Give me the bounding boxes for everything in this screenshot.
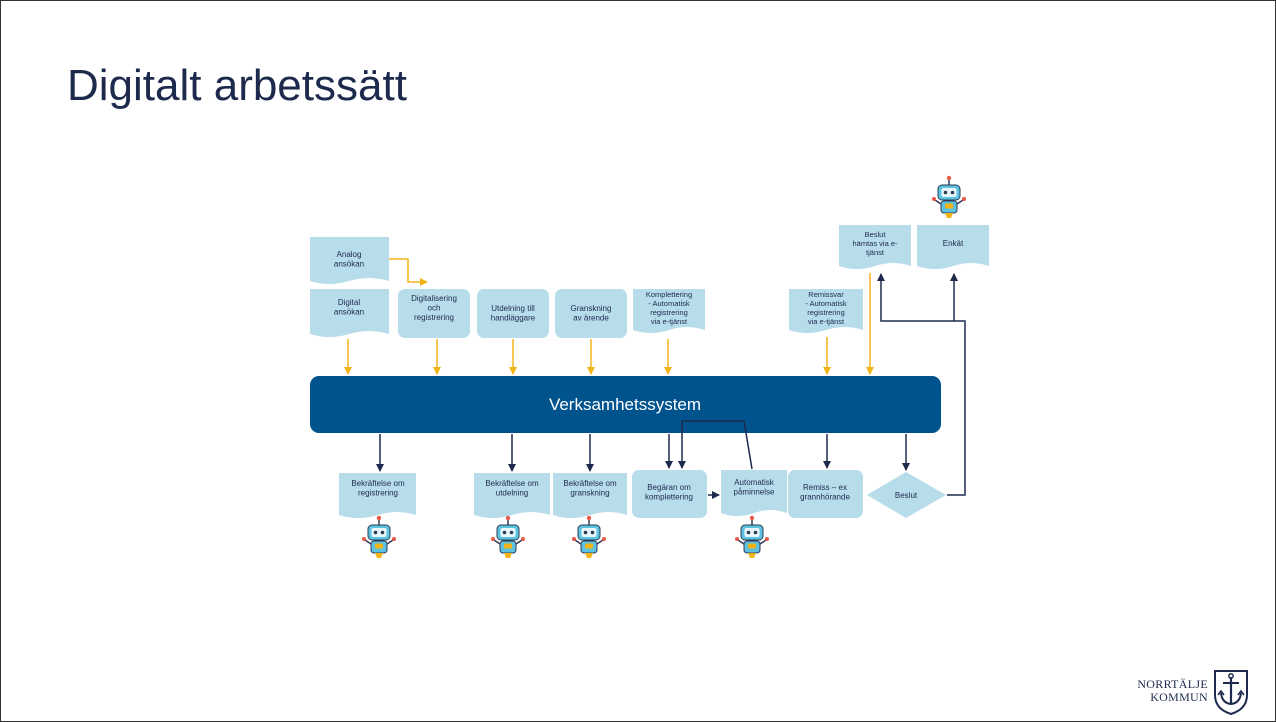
robot-icon [931,175,967,219]
box-text-line: Analog [337,250,362,259]
box-text-line: Granskning [571,304,612,313]
box-text-line: - Automatisk [805,299,847,308]
box-text-line: av ärende [573,314,609,323]
box-text-line: grannhörande [800,493,850,502]
box-text-line: Beslut [895,491,918,500]
box-text-line: komplettering [645,493,693,502]
logo-line2: KOMMUN [1150,690,1208,704]
box-text-line: registrering [650,308,688,317]
box-text-line: Remiss – ex [803,483,847,492]
box-text-line: registrering [358,489,398,498]
system-bar [310,376,941,433]
input-enkat: Enkät [917,225,989,269]
box-text-line: och [428,304,441,313]
box-text-line: registrering [807,308,845,317]
box-text-line: Digital [338,298,360,307]
box-text-line: tjänst [866,248,885,257]
box-text-line: hämtas via e- [852,239,898,248]
box-text-line: Beslut [865,230,887,239]
box-text-line: påminnelse [734,488,775,497]
box-text-line: Digitalisering [411,294,457,303]
logo-text: NORRTÄLJE KOMMUN [1126,678,1208,704]
box-text-line: Bekräftelse om [563,479,617,488]
box-text-line: granskning [570,489,609,498]
box-text-line: utdelning [496,489,528,498]
robot-icon [571,515,607,559]
page-title: Digitalt arbetssätt [67,61,407,110]
norrtalje-kommun-logo: NORRTÄLJE KOMMUN [1126,669,1256,717]
robot-icon [490,515,526,559]
anchor-shield-icon [1214,670,1248,715]
output-beslut: Beslut [867,472,946,518]
box-text-line: Utdelning till [491,304,535,313]
box-text: Enkät [943,239,964,248]
box-text-line: Komplettering [646,290,692,299]
input-arrows [344,258,874,375]
box-text-line: ansökan [334,260,364,269]
logo-line1: NORRTÄLJE [1137,677,1208,691]
box-text-line: Bekräftelse om [485,479,539,488]
box-text-line: Automatisk [734,478,775,487]
robot-icon [734,515,770,559]
box-text: Beslut [895,491,918,500]
box-text-line: via e-tjänst [651,317,688,326]
box-text-line: Enkät [943,239,964,248]
box-text-line: handläggare [491,314,536,323]
box-text-line: Bekräftelse om [351,479,405,488]
box-text-line: Begäran om [647,483,691,492]
box-text-line: ansökan [334,308,364,317]
box-text-line: via e-tjänst [808,317,845,326]
system-label: Verksamhetssystem [549,395,701,414]
box-text-line: registrering [414,313,454,322]
box-text-line: Remissvar [808,290,844,299]
box-text-line: - Automatisk [648,299,690,308]
robot-icon [361,515,397,559]
output-arrows [376,273,966,499]
